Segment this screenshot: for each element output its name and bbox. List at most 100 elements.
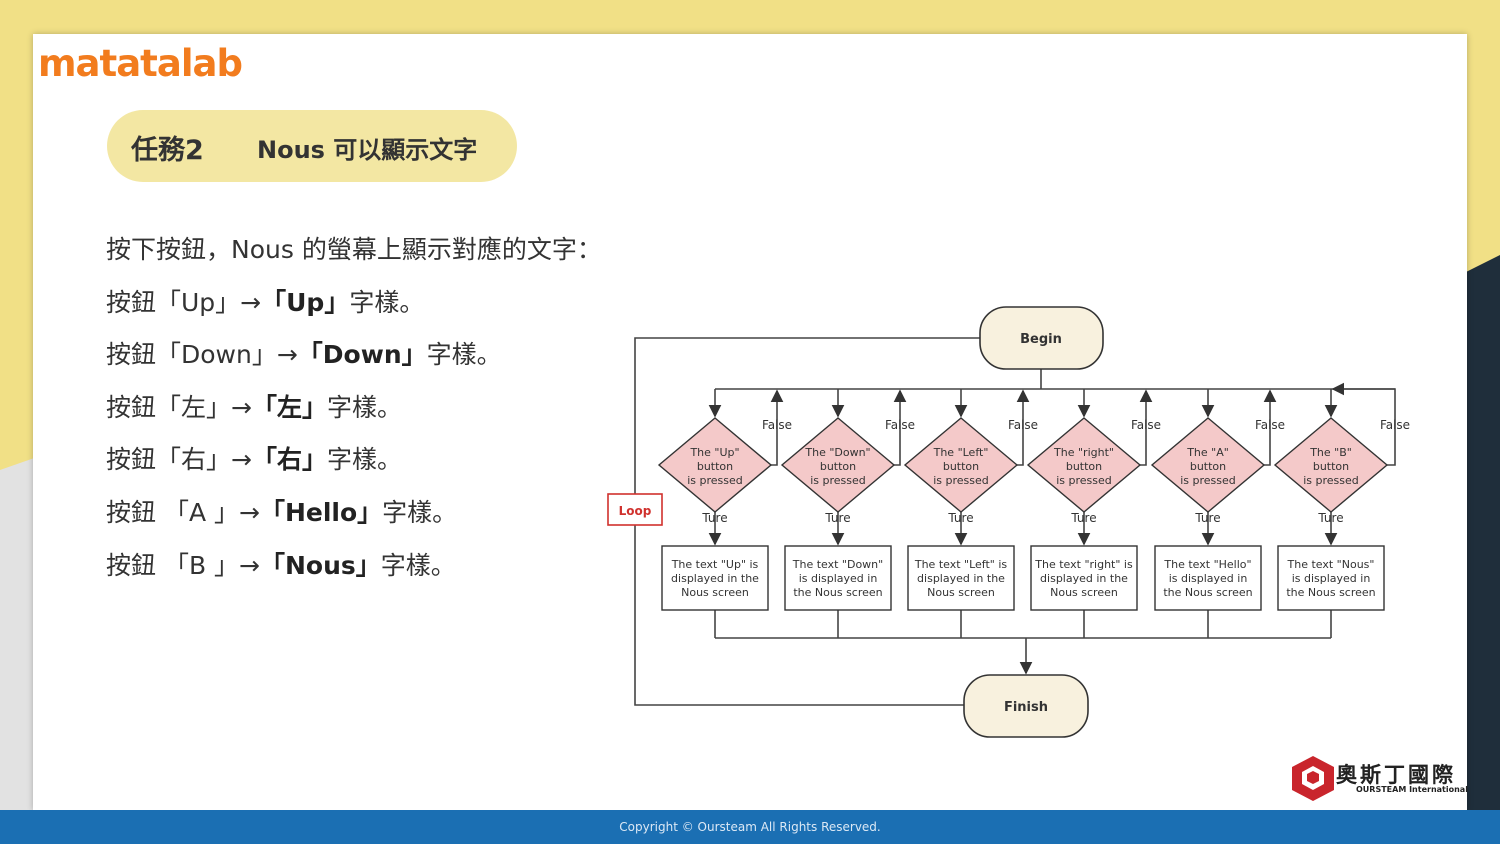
footer-copyright: Copyright © Oursteam All Rights Reserved… (619, 820, 881, 834)
decision-text: button (1190, 460, 1226, 473)
false-branch-arrow (893, 389, 907, 466)
logo-chinese-name: 奧斯丁國際 (1336, 763, 1456, 787)
decision-text: The "Left" (933, 446, 989, 459)
task-label: 任務2 (131, 135, 204, 166)
action-box (1277, 545, 1385, 611)
false-label: False (762, 418, 792, 432)
instruction-item: 按鈕 「B 」→「Nous」字樣。 (106, 548, 602, 601)
action-text: is displayed in (1169, 572, 1248, 585)
task-banner (107, 110, 517, 182)
decision-text: is pressed (687, 474, 743, 487)
false-branch-arrow (1263, 389, 1277, 466)
decision-text: is pressed (1056, 474, 1112, 487)
decision-diamond (1273, 417, 1389, 513)
decision-diamond (903, 417, 1019, 513)
action-text: the Nous screen (1286, 586, 1375, 599)
action-text: Nous screen (927, 586, 995, 599)
instruction-prefix: 按鈕「右」→ (106, 445, 252, 475)
true-label: Ture (1194, 511, 1220, 525)
false-label: False (1008, 418, 1038, 432)
action-text: The text "right" is (1034, 558, 1133, 571)
instruction-prefix: 按鈕 「B 」→ (106, 550, 260, 580)
decision-text: The "right" (1053, 446, 1114, 459)
decision-text: button (820, 460, 856, 473)
action-box (661, 545, 769, 611)
finish-terminal (963, 674, 1089, 738)
true-label: Ture (1070, 511, 1096, 525)
false-label: False (885, 418, 915, 432)
true-label: Ture (947, 511, 973, 525)
false-label: False (1255, 418, 1285, 432)
begin-terminal (979, 306, 1104, 370)
instruction-item: 按鈕 「A 」→「Hello」字樣。 (106, 495, 602, 548)
action-text: The text "Down" (792, 558, 883, 571)
action-text: is displayed in (1292, 572, 1371, 585)
false-branch-arrow (1016, 389, 1030, 466)
instruction-result: 「右」 (251, 445, 327, 475)
action-text: displayed in the (671, 572, 759, 585)
action-text: the Nous screen (793, 586, 882, 599)
instruction-result: 「Up」 (261, 287, 350, 317)
action-box (907, 545, 1015, 611)
true-label: Ture (1317, 511, 1343, 525)
instruction-intro: 按下按鈕，Nous 的螢幕上顯示對應的文字： (106, 235, 602, 264)
loop-box (607, 493, 663, 526)
logo-english-name: OURSTEAM International (1356, 785, 1468, 794)
instruction-result: 「Hello」 (259, 497, 383, 527)
instruction-suffix: 字樣。 (326, 392, 402, 422)
action-text: The text "Nous" (1287, 558, 1375, 571)
footer-bar (0, 810, 1500, 844)
action-box (784, 545, 892, 611)
instruction-suffix: 字樣。 (326, 445, 402, 475)
instruction-item: 按鈕「右」→「右」字樣。 (106, 442, 602, 495)
decision-text: button (943, 460, 979, 473)
decision-text: button (1066, 460, 1102, 473)
decision-text: The "Up" (689, 446, 739, 459)
instruction-item: 按鈕「Down」→「Down」字樣。 (106, 337, 602, 390)
decision-text: The "A" (1186, 446, 1229, 459)
action-text: The text "Up" is (671, 558, 759, 571)
action-text: displayed in the (917, 572, 1005, 585)
instruction-prefix: 按鈕「Down」→ (106, 340, 298, 370)
action-text: displayed in the (1040, 572, 1128, 585)
finish-label: Finish (1004, 700, 1048, 715)
decision-diamond (780, 417, 896, 513)
decision-text: is pressed (1180, 474, 1236, 487)
action-box (1030, 545, 1138, 611)
decision-text: button (1313, 460, 1349, 473)
decision-text: The "Down" (804, 446, 870, 459)
false-branch-arrow (770, 389, 784, 466)
false-branch-arrow (1139, 389, 1153, 466)
action-text: Nous screen (681, 586, 749, 599)
decision-text: is pressed (933, 474, 989, 487)
instruction-suffix: 字樣。 (349, 287, 425, 317)
true-label: Ture (824, 511, 850, 525)
instruction-suffix: 字樣。 (426, 340, 502, 370)
action-text: Nous screen (1050, 586, 1118, 599)
loop-line (634, 337, 980, 706)
instruction-suffix: 字樣。 (380, 550, 456, 580)
brand-logo: matatalab (38, 42, 243, 85)
false-branch-arrow (1331, 382, 1396, 466)
instruction-list: 按下按鈕，Nous 的螢幕上顯示對應的文字： 按鈕「Up」→「Up」字樣。 按鈕… (106, 232, 602, 600)
decision-text: is pressed (810, 474, 866, 487)
decision-text: button (697, 460, 733, 473)
loop-label: Loop (619, 504, 652, 518)
begin-label: Begin (1020, 332, 1062, 347)
action-text: The text "Left" is (914, 558, 1008, 571)
instruction-prefix: 按鈕 「A 」→ (106, 497, 260, 527)
false-label: False (1131, 418, 1161, 432)
decision-text: is pressed (1303, 474, 1359, 487)
instruction-result: 「左」 (251, 392, 327, 422)
decision-diamond (1026, 417, 1142, 513)
decision-diamond (657, 417, 773, 513)
instruction-prefix: 按鈕「左」→ (106, 392, 252, 422)
instruction-result: 「Down」 (297, 340, 427, 370)
action-text: The text "Hello" (1163, 558, 1251, 571)
action-text: is displayed in (799, 572, 878, 585)
instruction-prefix: 按鈕「Up」→ (106, 287, 262, 317)
instruction-item: 按鈕「左」→「左」字樣。 (106, 390, 602, 443)
true-label: Ture (701, 511, 727, 525)
cube-logo-icon (1292, 756, 1334, 801)
decision-diamond (1150, 417, 1266, 513)
